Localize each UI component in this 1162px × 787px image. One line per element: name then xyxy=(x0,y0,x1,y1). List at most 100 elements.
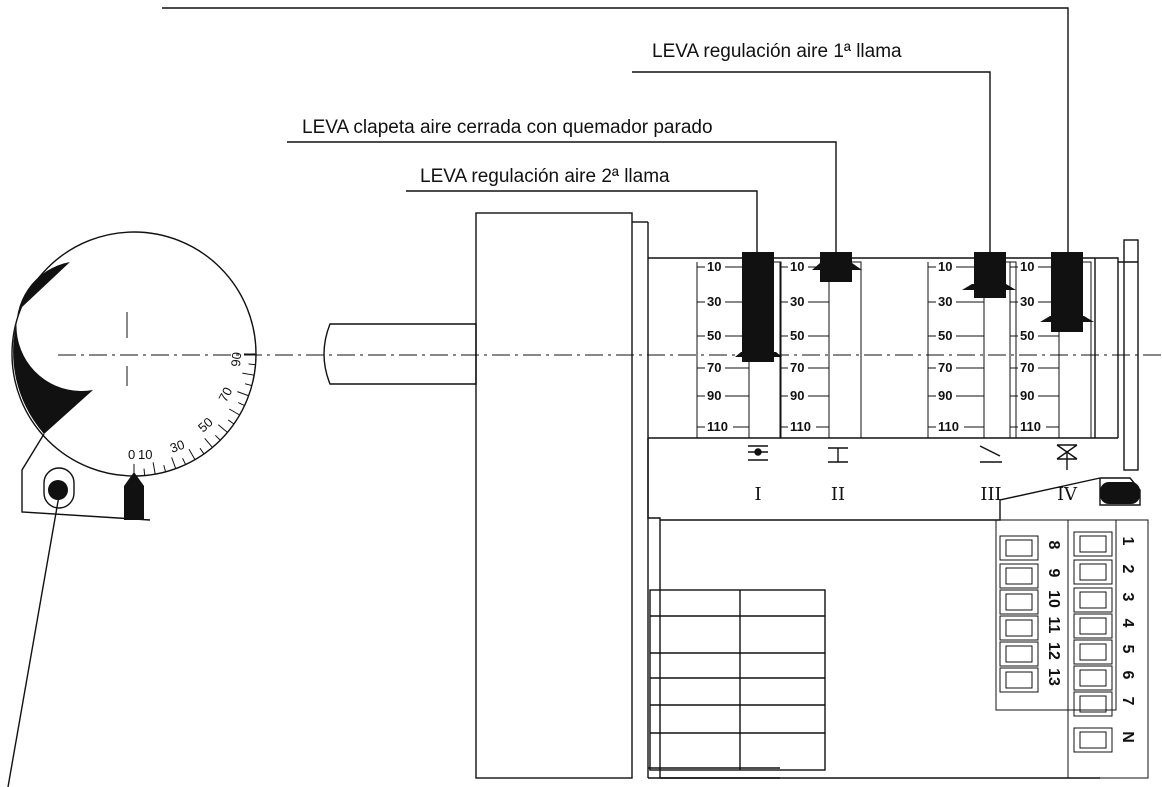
cam-scale-value: 30 xyxy=(790,294,804,309)
cam-scale-value: 110 xyxy=(938,419,959,434)
terminal-number: 1 xyxy=(1119,537,1136,546)
cam-scale-value: 50 xyxy=(938,328,952,343)
cam-scale-value: 70 xyxy=(938,360,952,375)
cam-scale-value: 30 xyxy=(1020,294,1034,309)
cam-i-label: I xyxy=(754,484,761,505)
terminal-number: 13 xyxy=(1045,668,1062,686)
cam-scale-value: 30 xyxy=(938,294,952,309)
cam-scale-value: 10 xyxy=(938,259,952,274)
cam-scale-value: 70 xyxy=(707,360,721,375)
dial-50: 50 xyxy=(195,414,216,435)
dial-tick xyxy=(237,391,249,397)
dial-tick xyxy=(229,408,240,416)
cam-scale-value: 110 xyxy=(790,419,811,434)
cam-iii-block xyxy=(974,252,1006,298)
terminal-slot xyxy=(999,563,1039,589)
dial-tick xyxy=(242,372,255,376)
shaft xyxy=(323,323,477,385)
terminal-number: 11 xyxy=(1045,617,1062,634)
lock-screw xyxy=(48,480,68,500)
cam-strip xyxy=(828,261,862,439)
terminal-slot xyxy=(1073,587,1113,613)
cam-scale-value: 50 xyxy=(707,328,721,343)
lock-screw-slot xyxy=(43,467,75,509)
dial-0: 0 xyxy=(128,447,135,462)
side-rail xyxy=(1123,239,1139,471)
front-cover xyxy=(475,212,633,779)
leader-lock-screw xyxy=(7,489,61,787)
dial-ticks xyxy=(133,353,256,476)
cam-iv-symbol xyxy=(1056,444,1078,470)
terminal-slot xyxy=(999,641,1039,667)
terminal-number: 2 xyxy=(1119,565,1136,574)
dial-tick xyxy=(182,458,187,465)
cam-iv-label: IV xyxy=(1057,484,1078,505)
terminal-slot xyxy=(1073,559,1113,585)
label-cam-air-flame2: LEVA regulación aire 2ª llama xyxy=(420,166,670,187)
dial-tick xyxy=(217,424,228,433)
terminal-number: 3 xyxy=(1119,593,1136,602)
terminal-number: 4 xyxy=(1119,619,1136,628)
cam-scale-value: 10 xyxy=(1020,259,1034,274)
terminal-number: 8 xyxy=(1045,541,1062,550)
terminal-slot xyxy=(999,535,1039,561)
dial-mount xyxy=(21,433,151,521)
dial-tick xyxy=(188,449,196,460)
dial-tick xyxy=(199,447,205,455)
terminal-frame-right xyxy=(1067,519,1149,779)
dial-tick xyxy=(238,402,245,407)
cam-scale-value: 90 xyxy=(790,388,804,403)
terminal-number: 12 xyxy=(1045,642,1062,660)
leader-cam-i xyxy=(406,190,758,255)
cam-symbols xyxy=(748,444,1078,470)
dial-30: 30 xyxy=(168,437,187,456)
label-cam-air-closed: LEVA clapeta aire cerrada con quemador p… xyxy=(302,117,713,138)
leader-top-cam-iv xyxy=(162,7,1069,255)
dial-tick xyxy=(214,434,221,441)
terminal-number: 5 xyxy=(1119,645,1136,654)
cam-ii-symbol xyxy=(828,447,848,463)
cam-scale-value: 10 xyxy=(790,259,804,274)
dial-black-sector xyxy=(13,262,93,434)
terminal-number: N xyxy=(1119,731,1136,743)
cam-scale-value: 90 xyxy=(938,388,952,403)
terminal-slot xyxy=(999,667,1039,693)
cam-scale-value: 90 xyxy=(707,388,721,403)
cam-iii-symbol xyxy=(979,445,1002,463)
terminal-frame-left xyxy=(995,519,1117,711)
cam-iii-label: III xyxy=(980,484,1001,505)
servomotor-housing xyxy=(475,212,1141,779)
cam-scale-value: 70 xyxy=(1020,360,1034,375)
dial-70: 70 xyxy=(215,385,235,405)
terminal-slot xyxy=(999,615,1039,641)
leader-lines xyxy=(7,7,1069,787)
label-cam-air-flame1: LEVA regulación aire 1ª llama xyxy=(652,41,902,62)
terminal-slot xyxy=(1073,531,1113,557)
cam-scale-value: 30 xyxy=(707,294,721,309)
terminal-number: 7 xyxy=(1119,697,1136,706)
dial-tick xyxy=(171,457,177,469)
leader-cam-ii xyxy=(287,141,837,255)
dial-90: 90 xyxy=(228,352,244,368)
dial-tick xyxy=(143,468,146,476)
terminal-slot xyxy=(999,589,1039,615)
cam-scale-value: 90 xyxy=(1020,388,1034,403)
cam-scale-value: 10 xyxy=(707,259,721,274)
dial-pointer-icon xyxy=(124,472,144,520)
dial-10: 10 xyxy=(138,447,152,462)
dial-tick xyxy=(244,383,252,387)
dial-tick xyxy=(227,419,235,425)
position-dial: 0 10 30 50 70 90 xyxy=(11,231,257,521)
leader-cam-iii xyxy=(632,71,991,258)
cam-scale-value: 70 xyxy=(790,360,804,375)
lower-terminal-block xyxy=(649,589,826,771)
terminal-number: 10 xyxy=(1045,590,1062,608)
cam-scale-value: 110 xyxy=(707,419,728,434)
cam-i-block xyxy=(742,252,774,362)
dial-tick xyxy=(204,437,213,448)
cam-scale-value: 110 xyxy=(1020,419,1041,434)
terminal-slot xyxy=(1073,691,1113,717)
